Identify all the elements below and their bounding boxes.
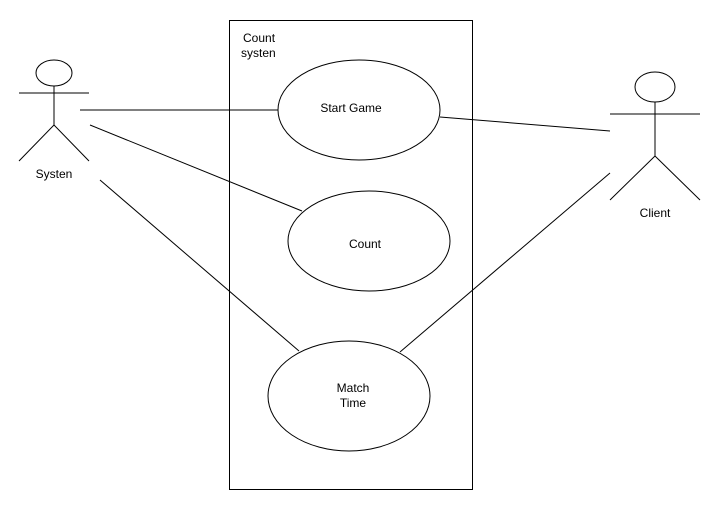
use-case-match-time-label-line1: Match — [337, 381, 370, 395]
actor-systen: Systen — [18, 59, 90, 181]
actor-systen-label: Systen — [36, 167, 73, 181]
association-systen-count — [89, 124, 303, 212]
use-case-match-time-label-line2: Time — [340, 396, 367, 410]
use-case-start-game: Start Game — [277, 59, 441, 161]
use-case-match-time-ellipse — [267, 340, 431, 452]
actor-client-head — [634, 71, 676, 103]
system-boundary — [229, 20, 473, 490]
use-case-start-game-ellipse — [277, 59, 441, 161]
use-case-count-ellipse — [287, 190, 451, 292]
actor-systen-head — [35, 59, 73, 87]
actor-client-right-leg — [654, 155, 701, 201]
use-case-count: Count — [287, 190, 451, 292]
use-case-match-time: Match Time — [267, 340, 431, 452]
use-case-start-game-label: Start Game — [320, 101, 382, 115]
actor-client: Client — [609, 71, 701, 220]
actor-systen-left-leg — [18, 124, 55, 162]
association-systen-match-time — [99, 179, 300, 352]
association-client-match-time — [399, 172, 611, 353]
system-boundary-title-line1: Count — [243, 31, 276, 45]
use-case-count-label: Count — [349, 237, 382, 251]
association-client-start-game — [439, 116, 611, 132]
actor-systen-right-leg — [53, 124, 90, 162]
actor-client-left-leg — [609, 155, 656, 201]
actor-client-label: Client — [640, 206, 671, 220]
system-boundary-title-line2: systen — [241, 46, 276, 60]
